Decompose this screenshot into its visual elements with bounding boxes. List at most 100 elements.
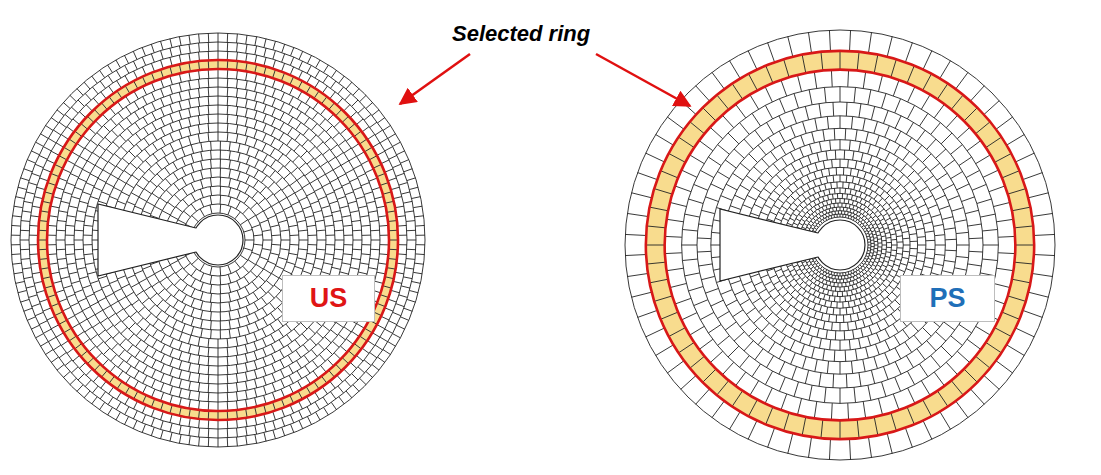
mesh-edge	[868, 282, 871, 286]
mesh-edge	[255, 55, 257, 64]
mesh-edge	[862, 272, 864, 275]
mesh-edge	[95, 121, 101, 127]
mesh-edge	[67, 183, 75, 186]
mesh-edge	[200, 283, 203, 292]
mesh-edge	[220, 159, 221, 168]
mesh-edge	[67, 316, 75, 320]
mesh-edge	[179, 407, 181, 416]
mesh-edge	[258, 276, 265, 282]
mesh-edge	[143, 385, 147, 393]
mesh-edge	[879, 261, 883, 263]
mesh-edge	[867, 209, 870, 212]
mesh-edge	[299, 248, 308, 250]
mesh-edge	[133, 51, 137, 59]
mesh-edge	[218, 42, 219, 51]
mesh-edge	[321, 376, 326, 383]
mesh-edge	[235, 261, 241, 268]
mesh-edge	[20, 240, 29, 241]
mesh-edge	[121, 146, 127, 152]
mesh-edge	[131, 283, 139, 287]
mesh-edge	[191, 279, 196, 287]
mesh-edge	[85, 327, 92, 332]
mesh-edge	[218, 357, 219, 366]
mesh-edge	[815, 211, 817, 214]
mesh-edge	[161, 69, 164, 78]
mesh-edge	[227, 429, 228, 438]
mesh-edge	[842, 273, 843, 276]
mesh-edge	[164, 157, 169, 165]
mesh-edge	[126, 107, 131, 114]
mesh-edge	[342, 358, 349, 364]
mesh-edge	[299, 197, 307, 201]
mesh-edge	[851, 271, 852, 274]
mesh-edge	[344, 244, 353, 245]
mesh-edge	[59, 211, 68, 213]
mesh-edge	[311, 123, 317, 130]
mesh-edge	[848, 215, 850, 218]
mesh-edge	[291, 424, 294, 432]
mesh-edge	[100, 392, 105, 399]
mesh-edge	[218, 78, 219, 87]
mesh-edge	[396, 304, 404, 307]
mesh-edge	[210, 187, 211, 196]
mesh-edge	[407, 230, 416, 231]
mesh-edge	[210, 321, 212, 330]
mesh-edge	[871, 239, 874, 240]
mesh-edge	[229, 311, 230, 320]
mesh-edge	[290, 235, 299, 237]
mesh-edge	[208, 429, 209, 438]
mesh-edge	[79, 276, 88, 278]
mesh-edge	[375, 345, 382, 350]
mesh-edge	[272, 98, 275, 106]
mesh-edge	[174, 279, 180, 285]
mesh-edge	[129, 323, 135, 329]
mesh-edge	[229, 178, 231, 187]
mesh-edge	[825, 214, 826, 217]
mesh-edge	[182, 158, 186, 166]
mesh-edge	[20, 230, 29, 231]
mesh-edge	[22, 268, 31, 269]
mesh-edge	[381, 316, 389, 320]
mesh-edge	[389, 240, 398, 241]
mesh-edge	[397, 253, 406, 255]
mesh-edge	[200, 263, 205, 271]
mesh-edge	[846, 291, 848, 296]
mesh-edge	[246, 381, 248, 390]
mesh-edge	[182, 178, 187, 186]
mesh-edge	[116, 60, 120, 68]
mesh-edge	[311, 350, 317, 357]
mesh-edge	[288, 345, 293, 353]
mesh-edge	[79, 156, 87, 161]
mesh-edge	[243, 266, 249, 273]
mesh-edge	[860, 293, 862, 298]
mesh-edge	[218, 69, 219, 78]
mesh-edge	[253, 292, 258, 299]
mesh-ring	[65, 87, 371, 393]
mesh-edge	[30, 253, 39, 255]
mesh-edge	[399, 295, 408, 298]
mesh-edge	[874, 237, 878, 239]
mesh-edge	[274, 285, 281, 291]
mesh-edge	[83, 235, 92, 236]
mesh-edge	[332, 267, 341, 269]
mesh-edge	[227, 69, 229, 78]
mesh-edge	[228, 274, 231, 283]
mesh-edge	[837, 193, 838, 198]
mesh-edge	[251, 203, 258, 209]
mesh-edge	[173, 172, 178, 180]
mesh-edge	[843, 279, 844, 283]
mesh-edge	[135, 112, 140, 120]
mesh-edge	[869, 224, 872, 226]
mesh-edge	[189, 90, 191, 99]
mesh-edge	[352, 220, 361, 221]
mesh-edge	[246, 62, 247, 71]
mesh-edge	[151, 418, 154, 426]
mesh-edge	[126, 117, 131, 124]
mesh-edge	[848, 286, 850, 290]
mesh-edge	[280, 102, 284, 110]
mesh-edge	[37, 290, 46, 293]
mesh-edge	[208, 105, 210, 114]
mesh-edge	[298, 381, 302, 389]
mesh-edge	[198, 106, 199, 115]
mesh-edge	[307, 192, 315, 196]
